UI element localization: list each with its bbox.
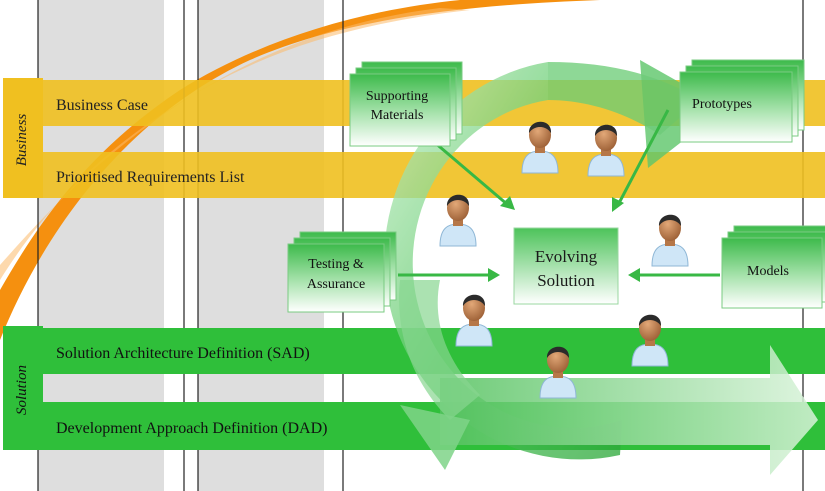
- person-icon: [521, 121, 559, 174]
- business-row-1-label: Business Case: [56, 97, 148, 114]
- testing-assurance-line2: Assurance: [307, 277, 365, 292]
- person-icon: [587, 124, 625, 177]
- person-icon: [455, 294, 493, 347]
- person-icon: [631, 314, 669, 367]
- team-members: [439, 121, 689, 399]
- prototypes-label: Prototypes: [692, 97, 752, 112]
- lower-left-sweep: [399, 280, 480, 420]
- solution-band-label: Solution: [14, 365, 30, 415]
- supporting-materials-line2: Materials: [371, 108, 424, 123]
- evolving-solution-box: Evolving Solution: [513, 227, 619, 305]
- business-row-2-label: Prioritised Requirements List: [56, 169, 245, 186]
- testing-assurance-card: Testing & Assurance: [287, 231, 397, 313]
- delivery-arrow: [440, 345, 818, 475]
- business-band-label: Business: [14, 114, 30, 167]
- person-icon: [539, 346, 577, 399]
- supporting-materials-card: Supporting Materials: [349, 61, 463, 147]
- solution-row-1-label: Solution Architecture Definition (SAD): [56, 345, 310, 362]
- supporting-materials-line1: Supporting: [366, 89, 428, 104]
- models-label: Models: [747, 264, 789, 279]
- prototypes-card: Prototypes: [679, 59, 805, 143]
- evolving-solution-line1: Evolving: [535, 247, 598, 266]
- testing-assurance-line1: Testing &: [308, 257, 364, 272]
- solution-row-2-label: Development Approach Definition (DAD): [56, 420, 327, 437]
- evolving-solution-line2: Solution: [537, 271, 595, 290]
- person-icon: [651, 214, 689, 267]
- models-card: Models: [721, 225, 825, 309]
- lower-left-arrowhead: [400, 405, 470, 470]
- person-icon: [439, 194, 477, 247]
